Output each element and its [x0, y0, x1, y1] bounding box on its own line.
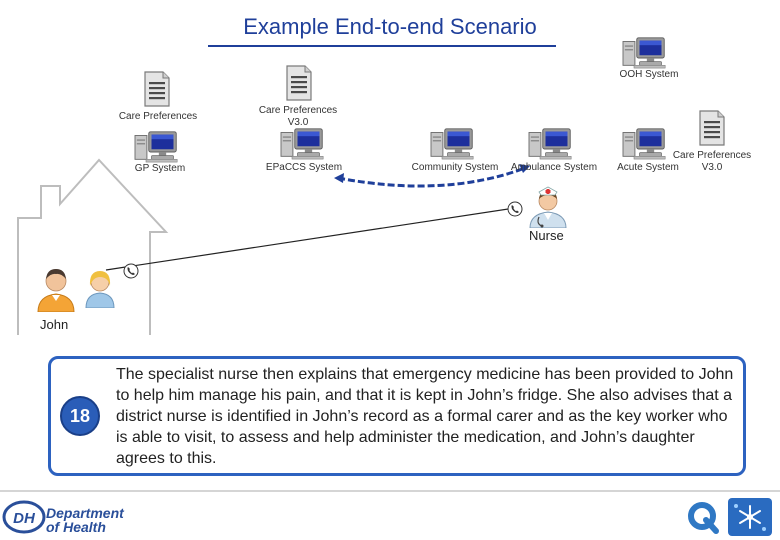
acute-care-preferences-version: V3.0 — [701, 162, 723, 173]
document-icon — [143, 70, 171, 108]
dh-logo-wordmark: Department of Health — [46, 506, 124, 534]
nurse-label: Nurse — [529, 228, 564, 243]
title-underline — [208, 45, 556, 47]
john-label: John — [40, 317, 69, 332]
footer-divider — [0, 490, 780, 492]
computer-icon — [430, 127, 476, 160]
epaccs-care-preferences-label: Care Preferences — [258, 105, 338, 116]
dh-logo-line1: Department — [46, 505, 124, 521]
phone-icon — [507, 201, 523, 217]
step-number-badge: 18 — [60, 396, 100, 436]
community-system-label: Community System — [411, 162, 499, 173]
dh-logo: DH — [2, 500, 46, 534]
arrow-head-right — [519, 164, 530, 173]
epaccs-care-preferences-version: V3.0 — [287, 117, 309, 128]
acute-system-label: Acute System — [617, 162, 679, 173]
computer-icon — [528, 127, 574, 160]
q-logo-icon — [688, 502, 719, 534]
nurse-icon — [529, 186, 567, 228]
john-icon — [37, 269, 75, 312]
ambulance-system-label: Ambulance System — [510, 162, 598, 173]
dh-logo-line2: of Health — [46, 519, 106, 535]
gp-care-preferences-label: Care Preferences — [118, 111, 198, 122]
ooh-system-label: OOH System — [619, 69, 679, 80]
computer-icon — [622, 127, 668, 160]
house-outline — [17, 158, 169, 335]
computer-icon — [280, 127, 326, 160]
scenario-text-box — [48, 356, 746, 476]
document-icon — [698, 109, 726, 147]
dh-logo-abbr: DH — [13, 510, 36, 527]
page-title: Example End-to-end Scenario — [243, 14, 537, 39]
call-line — [105, 207, 516, 271]
snowflake-logo-icon — [728, 498, 772, 536]
gp-system-label: GP System — [134, 163, 186, 174]
scenario-description: The specialist nurse then explains that … — [116, 366, 734, 467]
document-icon — [285, 64, 313, 102]
computer-icon — [622, 36, 668, 69]
arrow-head-left — [334, 173, 344, 183]
epaccs-system-label: EPaCCS System — [265, 162, 343, 173]
acute-care-preferences-label: Care Preferences — [672, 150, 752, 161]
computer-icon — [134, 130, 180, 163]
epaccs-ambulance-arrow — [337, 166, 526, 188]
daughter-icon — [85, 271, 115, 308]
phone-icon — [123, 263, 139, 279]
